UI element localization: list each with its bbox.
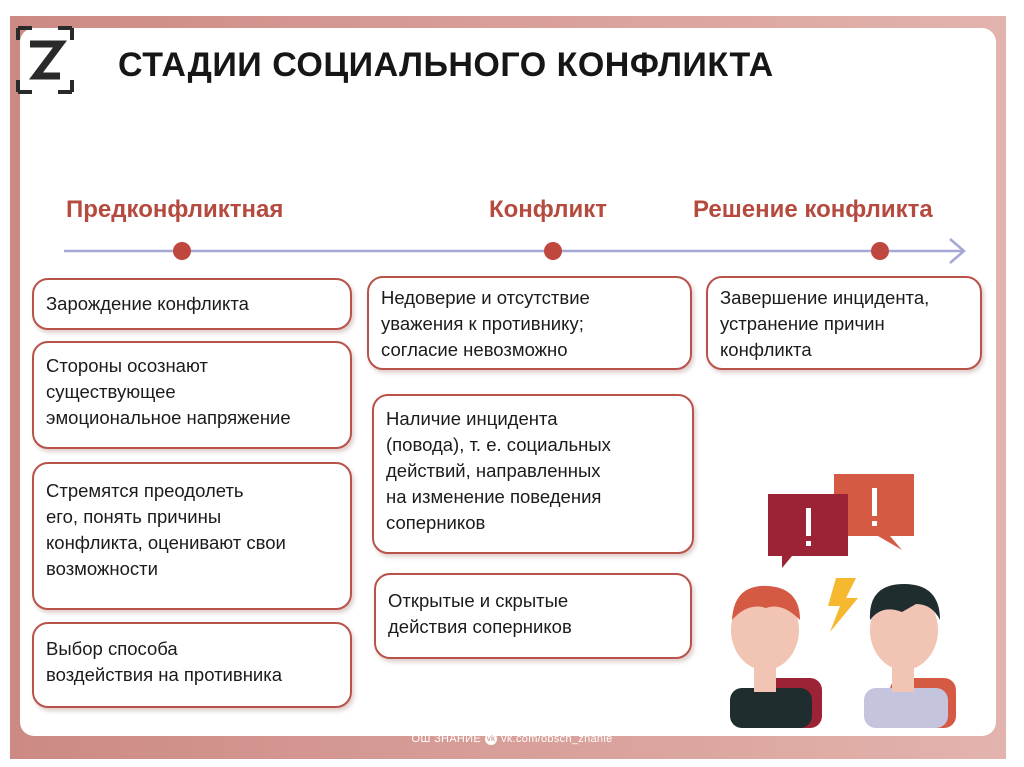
timeline-dot-resolution [871,242,889,260]
footer-link[interactable]: vk.com/obsch_znanie [501,733,613,745]
page-title: СТАДИИ СОЦИАЛЬНОГО КОНФЛИКТА [118,46,774,84]
letter-z-bracket-logo [16,26,74,94]
exclamation-speech-bubble-icon [834,474,914,550]
preconflict-step-3: Стремятся преодолеть его, понять причины… [32,462,352,610]
timeline-arrowhead-icon [949,238,966,264]
timeline [64,238,966,264]
resolution-step-1: Завершение инцидента, устранение причин … [706,276,982,370]
stage-label-conflict: Конфликт [489,196,607,223]
stage-label-resolution: Решение конфликта [693,196,933,223]
conflict-step-1: Недоверие и отсутствие уважения к против… [367,276,692,370]
timeline-dot-conflict [544,242,562,260]
conflict-step-3: Открытые и скрытые действия соперников [374,573,692,659]
conflict-illustration [730,474,956,728]
footer-brand: ОШ ЗНАНИЕ [411,733,482,745]
vk-icon: vk [485,733,498,746]
stage-label-preconflict: Предконфликтная [66,196,284,223]
preconflict-step-1: Зарождение конфликта [32,278,352,330]
preconflict-step-2: Стороны осознают существующее эмоциональ… [32,341,352,449]
timeline-dot-preconflict [173,242,191,260]
person-icon [864,584,956,728]
conflict-step-2: Наличие инцидента (повода), т. е. социал… [372,394,694,554]
exclamation-speech-bubble-icon [768,494,848,568]
preconflict-step-4: Выбор способа воздействия на противника [32,622,352,708]
lightning-icon [828,578,858,632]
person-icon [730,585,822,728]
